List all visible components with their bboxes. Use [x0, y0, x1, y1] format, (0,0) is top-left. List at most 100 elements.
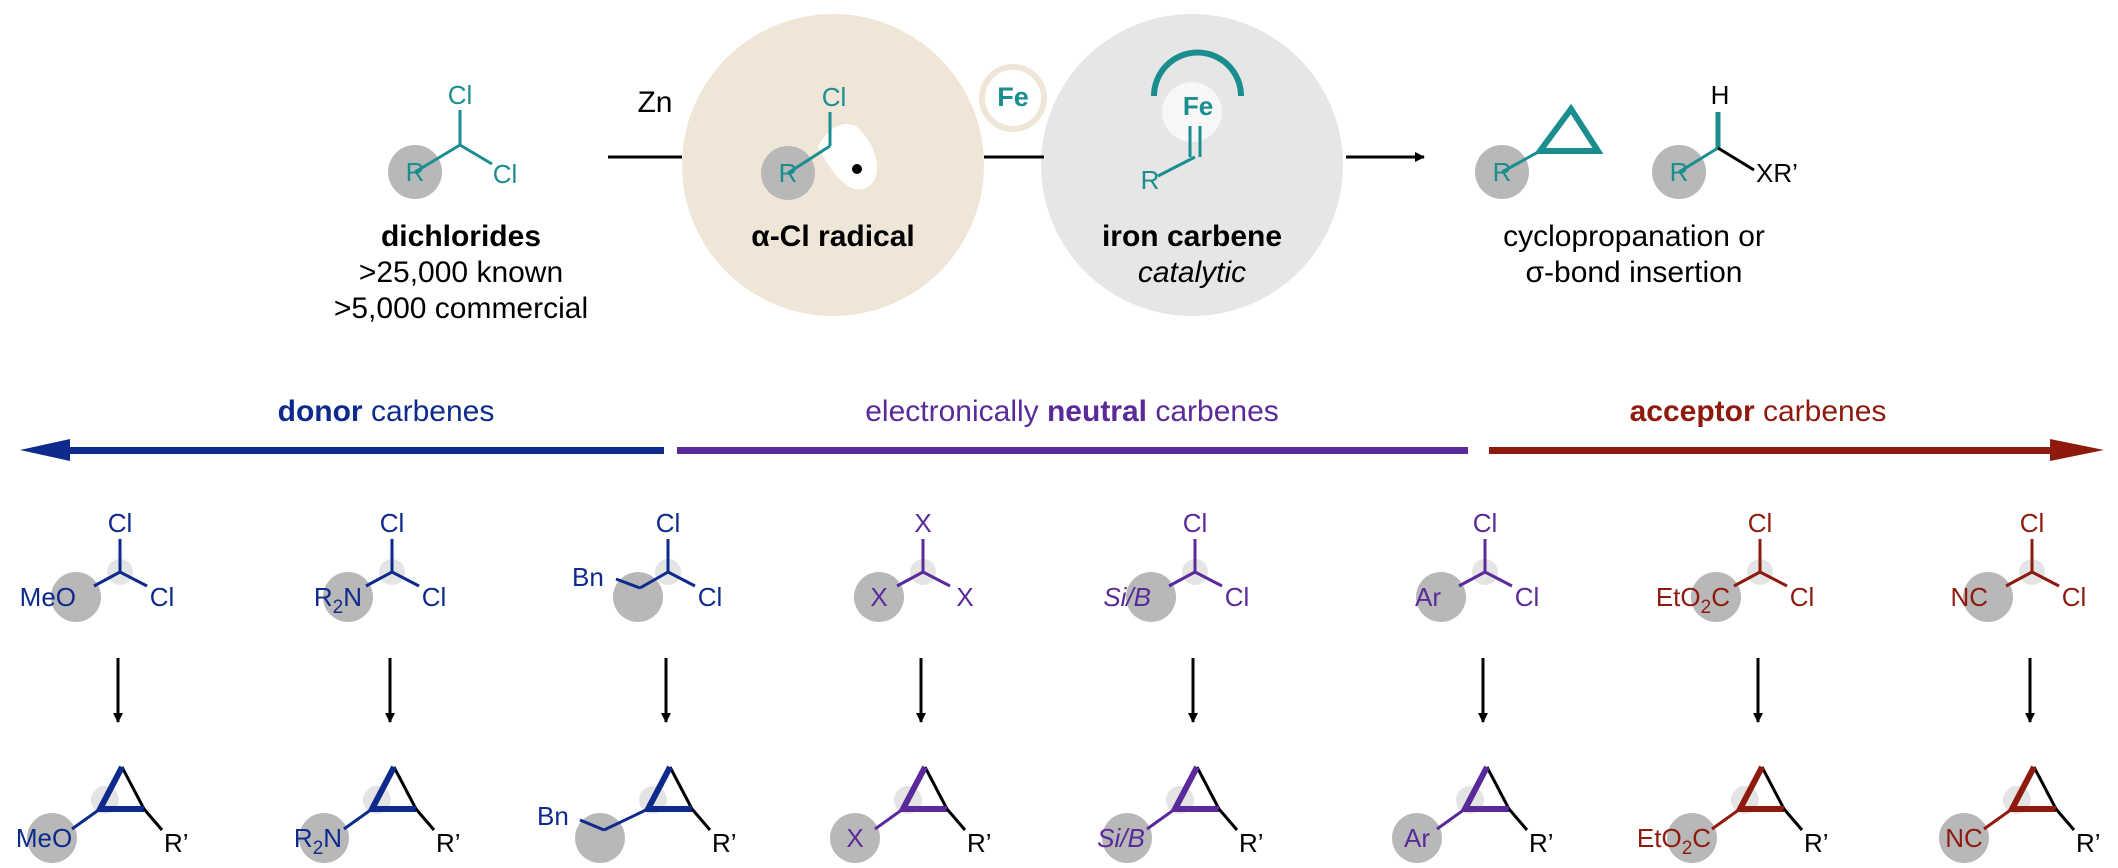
carbene-sublabel: catalytic: [1138, 256, 1246, 289]
substrate-group-subscript: 2: [333, 597, 344, 618]
group-circle: [299, 813, 349, 863]
product-rprime: R’: [436, 828, 461, 858]
group-circle: [1667, 813, 1717, 863]
product-rprime: R’: [1529, 828, 1554, 858]
substrate-right-atom: Cl: [422, 582, 447, 612]
substrate-group: R2N: [314, 582, 362, 618]
substrate-group-subscript: 2: [1701, 597, 1712, 618]
group-circle: [1126, 572, 1176, 622]
reagent-zn: Zn: [637, 86, 672, 119]
bond-left: [93, 570, 121, 588]
bond-left: [1733, 570, 1761, 588]
substrate-group: MeO: [20, 582, 76, 612]
substrate-top-atom: Cl: [1748, 508, 1773, 538]
carbene-label: iron carbene: [1102, 220, 1282, 253]
group-circle: [1416, 572, 1466, 622]
substrate-group-tail: N: [343, 582, 362, 612]
substrate-group: Bn: [572, 562, 604, 592]
top-product-r: R: [1493, 157, 1512, 187]
header-acceptor-rest: carbenes: [1755, 395, 1887, 428]
carbene-r: R: [1141, 165, 1160, 195]
ring-bond: [923, 766, 949, 810]
donor-arrow: [20, 439, 664, 461]
substrate-top-atom: Cl: [2020, 508, 2045, 538]
substrate-right-atom: Cl: [150, 582, 175, 612]
atom-r: R: [406, 157, 425, 187]
top-cyclopropane-product: R: [1475, 103, 1604, 199]
radical-r: R: [779, 158, 798, 188]
bond-rprime: [142, 808, 164, 831]
group-circle: [1392, 813, 1442, 863]
bond-right: [922, 570, 951, 588]
substrate-right-atom: X: [956, 582, 973, 612]
bond-rprime: [690, 808, 712, 831]
product-group: X: [846, 823, 863, 853]
group-circle: [1939, 813, 1989, 863]
product-rprime: R’: [2076, 828, 2101, 858]
iron-carbene-structure: Fe R: [1141, 49, 1244, 195]
product-group-tail: C: [1692, 823, 1711, 853]
header-neutral-rest: carbenes: [1147, 395, 1279, 428]
bond-rprime: [1507, 808, 1529, 831]
product-group-tail: N: [323, 823, 342, 853]
header-donor-rest: carbenes: [363, 395, 495, 428]
header-acceptor-bold: acceptor: [1630, 395, 1755, 428]
bond-left: [1458, 570, 1486, 588]
bond-left: [1436, 807, 1466, 831]
carbene-fe: Fe: [1183, 91, 1213, 121]
substrate-top-atom: Cl: [1473, 508, 1498, 538]
product-group: NC: [1945, 823, 1983, 853]
dichloride-structure: Cl Cl R: [388, 80, 517, 199]
radical-cl: Cl: [822, 82, 847, 112]
product-group: EtO2C: [1637, 823, 1711, 859]
bond-right: [119, 570, 148, 588]
ring-bond: [392, 766, 418, 810]
bond-right: [1484, 570, 1513, 588]
product-rprime: R’: [712, 828, 737, 858]
bond-left: [874, 807, 904, 831]
bond-right: [391, 570, 420, 588]
substrate-top-atom: Cl: [380, 508, 405, 538]
product-caption-1: cyclopropanation or: [1503, 220, 1765, 253]
ring-bond: [1195, 766, 1221, 810]
atom-cl-right: Cl: [493, 159, 518, 189]
product-rprime: R’: [1239, 828, 1264, 858]
product-group-main: EtO: [1637, 823, 1682, 853]
header-donor-bold: donor: [278, 395, 363, 428]
substrate-group: EtO2C: [1656, 582, 1730, 618]
atom-cl-top: Cl: [448, 80, 473, 110]
substrate-group-main: EtO: [1656, 582, 1701, 612]
product-group: R2N: [294, 823, 342, 859]
bond-left: [343, 807, 373, 831]
product-rprime: R’: [1804, 828, 1829, 858]
header-neutral-bold: neutral: [1047, 395, 1147, 428]
bond-bn: [615, 577, 641, 590]
bond-right: [1194, 570, 1223, 588]
substrate-group-tail: C: [1711, 582, 1730, 612]
insertion-xr: XR’: [1756, 158, 1798, 188]
bond-right: [2031, 570, 2060, 588]
bond-left: [71, 807, 101, 831]
top-insertion-product: H R XR’: [1652, 80, 1798, 199]
substrate-right-atom: Cl: [2062, 582, 2087, 612]
product-group: Si/B: [1097, 823, 1145, 853]
substrate-top-atom: X: [914, 508, 931, 538]
ring-bond: [2032, 766, 2058, 810]
group-circle: [830, 813, 880, 863]
product-group-subscript: 2: [313, 838, 324, 859]
substrate-top-atom: Cl: [1183, 508, 1208, 538]
bond-rprime: [1217, 808, 1239, 831]
substrate-top-atom: Cl: [108, 508, 133, 538]
group-circle: [1102, 813, 1152, 863]
radical-dot: [852, 164, 862, 174]
group-circle: [323, 572, 373, 622]
bond-rprime: [2054, 808, 2076, 831]
product-group-subscript: 2: [1682, 838, 1693, 859]
radical-label: α-Cl radical: [751, 220, 915, 253]
bond-left: [1146, 807, 1176, 831]
header-donor: donor carbenes: [278, 395, 495, 428]
header-neutral-pre: electronically: [865, 395, 1047, 428]
product-rprime: R’: [164, 828, 189, 858]
fe-catalyst-badge: [979, 64, 1047, 132]
